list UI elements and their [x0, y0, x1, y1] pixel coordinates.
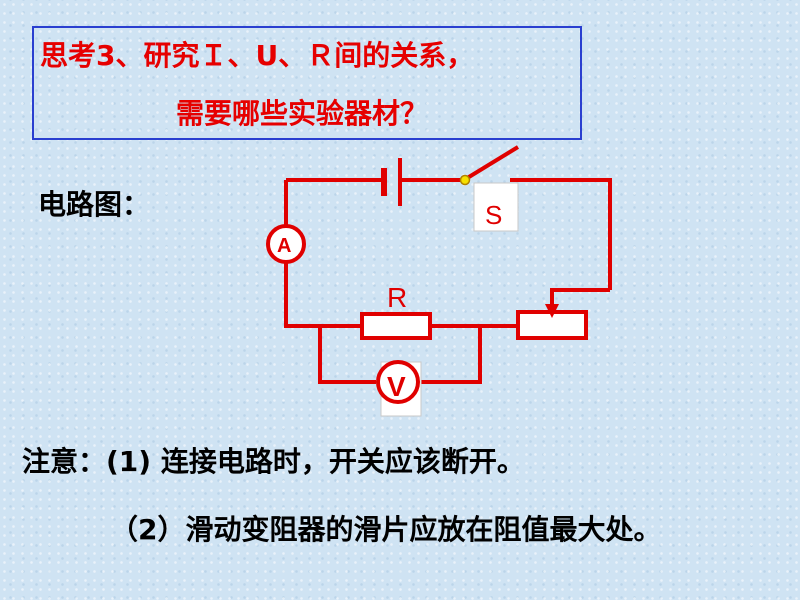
note-2: （2）滑动变阻器的滑片应放在阻值最大处。: [110, 513, 662, 546]
question-line-1: 思考3、研究Ｉ、U、Ｒ间的关系，: [40, 34, 474, 74]
ammeter: [266, 224, 306, 264]
wire-left-lower: [284, 262, 362, 328]
wire-voltmeter-branch-left: [318, 326, 376, 384]
rheostat-slider-wire: [550, 288, 610, 312]
diagram-label: 电路图：: [38, 188, 151, 221]
wire-voltmeter-branch-right: [420, 326, 482, 384]
voltmeter-label: V: [387, 371, 406, 402]
switch-label-frame: [473, 182, 519, 232]
resistor: [360, 312, 432, 340]
voltmeter: [376, 360, 420, 404]
switch-label: S: [485, 200, 502, 230]
question-text: 、研究Ｉ、U、Ｒ间的关系，: [115, 39, 475, 72]
switch-arm: [462, 145, 520, 182]
question-prefix: 思考3: [40, 39, 116, 72]
question-line-2: 需要哪些实验器材？: [176, 97, 429, 130]
question-box: 思考3、研究Ｉ、U、Ｒ间的关系， 需要哪些实验器材？: [32, 26, 582, 140]
resistor-label: R: [387, 282, 407, 313]
rheostat-slider-arrow: [545, 304, 559, 318]
wire-top-right: [510, 178, 612, 290]
note-1: 注意：(1) 连接电路时，开关应该断开。: [22, 445, 525, 478]
switch-pivot: [459, 174, 471, 186]
ammeter-label: A: [277, 235, 291, 257]
